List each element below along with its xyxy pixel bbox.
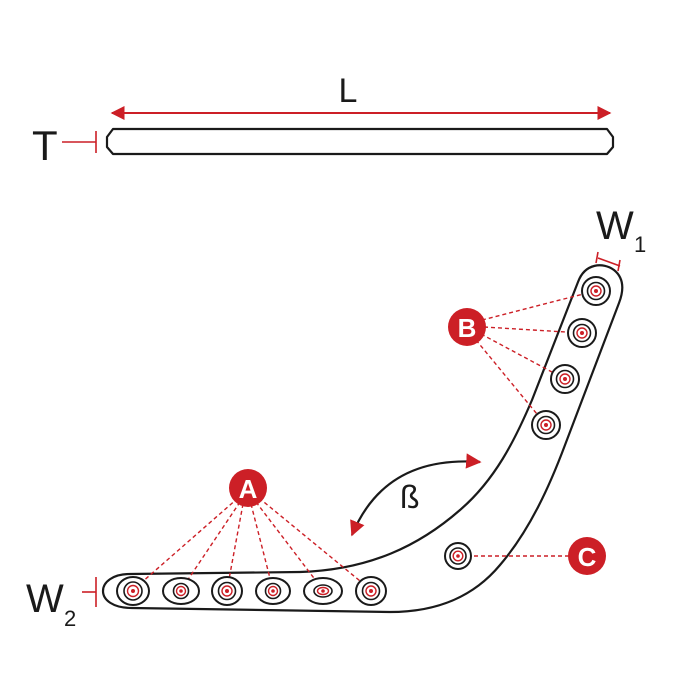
width1-tick-a [595,251,599,264]
screw-hole-oval [303,577,343,605]
thickness-label: T [32,122,58,169]
screw-hole-c [444,542,472,570]
angle-arc [350,453,482,537]
svg-text:B: B [458,313,477,343]
angle-indicator: ß [350,453,482,537]
svg-text:C: C [578,542,597,572]
width2-subscript: 2 [64,606,76,631]
angle-label: ß [400,479,420,515]
screw-hole [567,318,597,348]
callout-c: C [568,537,606,575]
svg-text:A: A [239,474,258,504]
screw-hole [550,364,580,394]
side-view: L T [32,72,615,169]
width1-label: W [596,204,634,248]
screw-hole-oval [255,577,291,605]
screw-hole [116,576,150,606]
width1-dimension: W 1 [595,204,646,272]
front-view: W 1 W 2 ß [26,204,646,631]
callout-a: A [229,469,267,507]
screw-hole [531,410,561,440]
width2-dimension: W 2 [26,577,97,631]
width1-line [597,257,621,267]
plate-side-profile [105,127,615,156]
callout-b-leaders [475,290,596,426]
callout-a-leaders [132,497,372,591]
screw-hole [581,276,611,306]
screw-hole [211,576,243,606]
width1-subscript: 1 [634,232,646,257]
width2-label: W [26,577,64,621]
width1-tick-b [617,259,621,272]
screw-hole [355,576,387,606]
length-label: L [339,72,358,110]
screw-hole-oval [162,577,200,605]
callout-b: B [448,308,486,346]
